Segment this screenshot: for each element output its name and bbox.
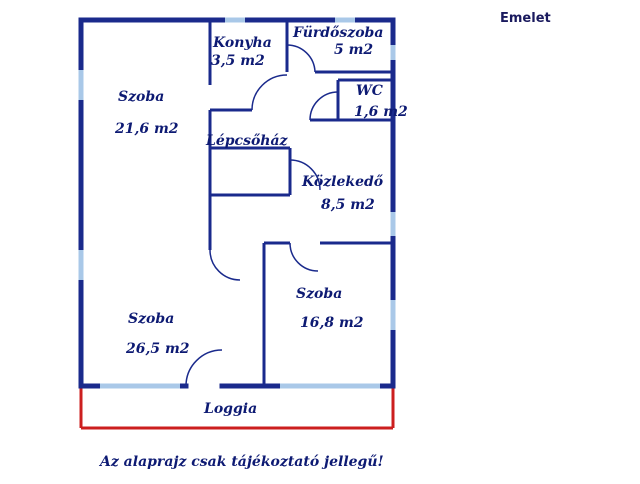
room-loggia-name: Loggia bbox=[204, 401, 258, 417]
room-kozlekedo-name: Közlekedő bbox=[302, 174, 384, 190]
room-konyha-area: 3,5 m2 bbox=[211, 53, 265, 69]
room-konyha-name: Konyha bbox=[213, 35, 272, 51]
disclaimer-text: Az alaprajz csak tájékoztató jellegű! bbox=[100, 454, 384, 470]
windows bbox=[78, 17, 396, 389]
room-szoba-3-name: Szoba bbox=[128, 311, 175, 327]
room-lepcsohaz-name: Lépcsőház bbox=[206, 133, 288, 149]
interior-walls bbox=[208, 20, 393, 386]
room-szoba-2-area: 16,8 m2 bbox=[300, 315, 364, 331]
room-wc-name: WC bbox=[356, 83, 383, 99]
room-furdoszoba-area: 5 m2 bbox=[334, 42, 374, 58]
room-szoba-1-name: Szoba bbox=[118, 89, 165, 105]
room-furdoszoba-name: Fürdőszoba bbox=[293, 25, 384, 41]
loggia-outline bbox=[79, 386, 395, 430]
room-szoba-3-area: 26,5 m2 bbox=[126, 341, 190, 357]
room-kozlekedo-area: 8,5 m2 bbox=[321, 197, 375, 213]
floor-label: Emelet bbox=[500, 11, 551, 26]
room-szoba-1-area: 21,6 m2 bbox=[115, 121, 179, 137]
room-wc-area: 1,6 m2 bbox=[354, 104, 408, 120]
door-swings bbox=[185, 44, 339, 387]
room-szoba-2-name: Szoba bbox=[296, 286, 343, 302]
